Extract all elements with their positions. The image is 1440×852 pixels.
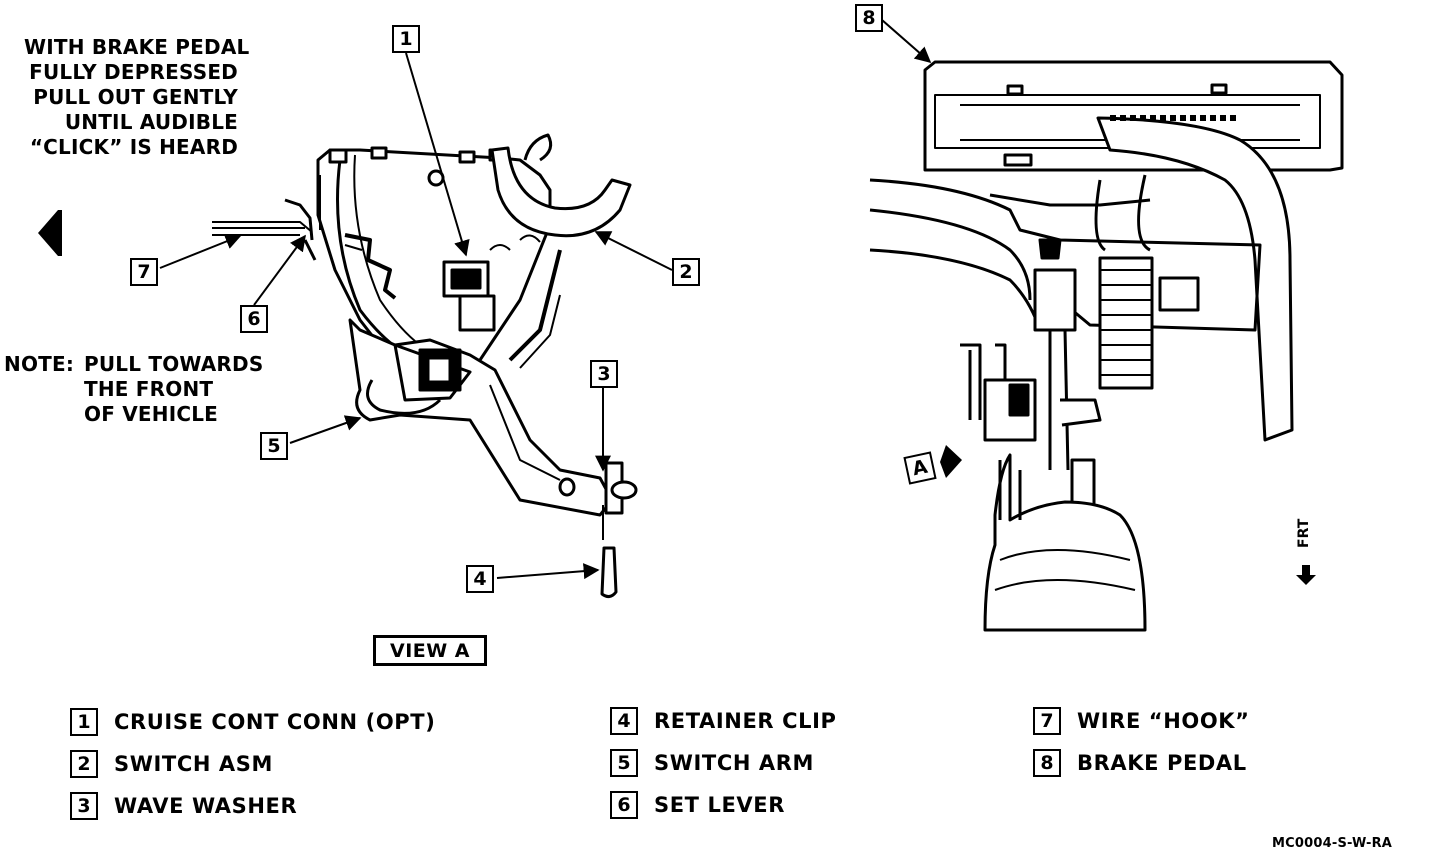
legend-number: 3 — [70, 792, 98, 820]
instruction-line: WITH BRAKE PEDAL — [24, 35, 250, 59]
legend-number: 6 — [610, 791, 638, 819]
legend-label: RETAINER CLIP — [654, 709, 837, 733]
callout-7: 7 — [130, 258, 158, 286]
legend-label: SET LEVER — [654, 793, 786, 817]
legend-number: 7 — [1033, 707, 1061, 735]
callout-8: 8 — [855, 4, 883, 32]
legend-number: 2 — [70, 750, 98, 778]
legend-number: 8 — [1033, 749, 1061, 777]
legend-number: 4 — [610, 707, 638, 735]
legend-label: SWITCH ASM — [114, 752, 273, 776]
switch-assembly-drawing — [212, 133, 638, 599]
instruction-line: PULL OUT GENTLY — [33, 85, 238, 109]
legend-label: WIRE “HOOK” — [1077, 709, 1250, 733]
front-direction-arrow — [1296, 565, 1316, 585]
view-a-label: VIEW A — [373, 635, 487, 666]
legend-label: BRAKE PEDAL — [1077, 751, 1247, 775]
callout-4: 4 — [466, 565, 494, 593]
callout-5: 5 — [260, 432, 288, 460]
brake-pedal-drawing — [869, 60, 1344, 632]
legend-label: WAVE WASHER — [114, 794, 298, 818]
instruction-line: FULLY DEPRESSED — [29, 60, 238, 84]
note-line: PULL TOWARDS — [84, 352, 264, 376]
figure-id: MC0004-S-W-RA — [1272, 836, 1393, 851]
instruction-line: UNTIL AUDIBLE — [64, 110, 238, 134]
note-line: OF VEHICLE — [84, 402, 219, 426]
callout-6: 6 — [240, 305, 268, 333]
view-a-marker: A — [903, 451, 937, 485]
note-text: PULL TOWARDS THE FRONT OF VEHICLE — [84, 352, 263, 427]
legend-label: SWITCH ARM — [654, 751, 815, 775]
note-line: THE FRONT — [84, 377, 214, 401]
direction-arrow-left — [38, 210, 62, 256]
note-label: NOTE: — [4, 352, 75, 376]
callout-1: 1 — [392, 25, 420, 53]
view-a-arrow — [940, 445, 962, 478]
instruction-text: WITH BRAKE PEDAL FULLY DEPRESSED PULL OU… — [24, 35, 250, 160]
legend-label: CRUISE CONT CONN (OPT) — [114, 710, 436, 734]
front-label: FRT — [1296, 518, 1312, 548]
leader-lines — [159, 19, 932, 580]
legend-number: 5 — [610, 749, 638, 777]
callout-3: 3 — [590, 360, 618, 388]
callout-2: 2 — [672, 258, 700, 286]
legend-number: 1 — [70, 708, 98, 736]
instruction-line: “CLICK” IS HEARD — [29, 135, 238, 159]
